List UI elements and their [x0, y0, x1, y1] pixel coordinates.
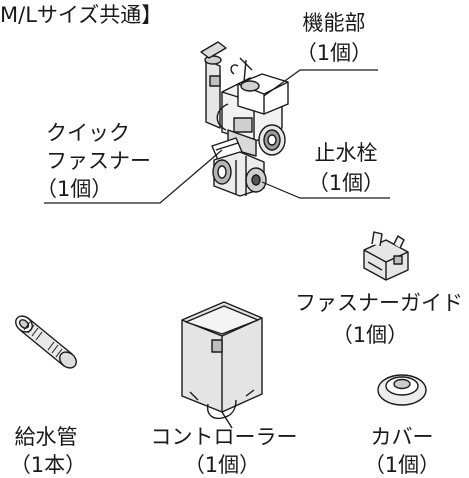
leader-line-stop-valve [261, 181, 390, 199]
controller-illustration [181, 301, 263, 429]
label-cover: カバー [370, 425, 434, 449]
leader-lines [44, 69, 390, 204]
qty-controller: （1個） [183, 453, 261, 477]
qty-supply-pipe: （1本） [9, 453, 87, 477]
leader-line-function-unit [263, 69, 378, 97]
qty-fastener-guide: （1個） [331, 323, 409, 347]
label-function-unit: 機能部 [302, 11, 366, 35]
fastener-guide-illustration [363, 231, 409, 281]
qty-stop-valve: （1個） [307, 171, 385, 195]
leader-line-quick-fastener [44, 149, 223, 204]
supply-pipe-illustration [15, 315, 77, 369]
label-quick-fastener-line2: ファスナー [46, 149, 151, 173]
qty-quick-fastener: （1個） [36, 177, 113, 201]
label-quick-fastener-line1: クイック [46, 121, 130, 145]
header-text: M/Lサイズ共通】 [0, 3, 163, 27]
cover-illustration [377, 374, 427, 406]
qty-function-unit: （1個） [295, 41, 373, 65]
label-fastener-guide: ファスナーガイド [295, 291, 463, 315]
label-stop-valve: 止水栓 [314, 141, 378, 165]
label-supply-pipe: 給水管 [14, 425, 78, 449]
function-unit-illustration [200, 41, 289, 197]
label-controller: コントローラー [150, 425, 298, 449]
qty-cover: （1個） [363, 453, 441, 477]
